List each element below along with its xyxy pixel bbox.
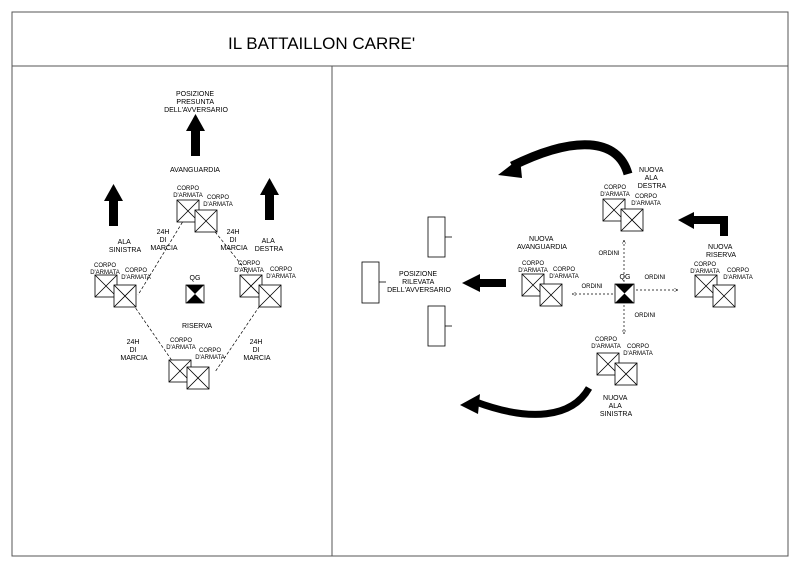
curved-arrow-top: [498, 140, 633, 178]
march-label-upper-right: 24H DI MARCIA: [220, 229, 248, 252]
march-label-lower-left: 24H DI MARCIA: [120, 339, 148, 362]
orders-label-down: ORDINI: [635, 313, 656, 319]
diagram-title: IL BATTAILLON CARRE': [228, 34, 415, 53]
new-vanguard-label: NUOVA AVANGUARDIA: [517, 236, 567, 251]
curved-arrow-bottom: [460, 386, 593, 418]
left-panel: POSIZIONE PRESUNTA DELL'AVVERSARIO AVANG…: [90, 91, 296, 390]
left-wing-arrow: [104, 184, 123, 226]
hq-label-right: QG: [620, 274, 631, 281]
hq-symbol: [185, 284, 205, 304]
enemy-detected-label: POSIZIONE RILEVATA DELL'AVVERSARIO: [387, 271, 451, 294]
hq-symbol-right: [614, 283, 635, 304]
new-left-wing-label: NUOVA ALA SINISTRA: [600, 395, 633, 418]
outer-frame: [11, 11, 789, 557]
orders-label-left: ORDINI: [582, 284, 603, 290]
left-wing-label: ALA SINISTRA: [109, 239, 142, 254]
orders-label-right: ORDINI: [645, 275, 666, 281]
new-right-wing-label: NUOVA ALA DESTRA: [638, 167, 667, 190]
march-label-lower-right: 24H DI MARCIA: [243, 339, 271, 362]
reserve-arrow: [678, 212, 728, 236]
right-wing-arrow: [260, 178, 279, 220]
enemy-position-label: POSIZIONE PRESUNTA DELL'AVVERSARIO: [164, 91, 228, 114]
hq-label: QG: [190, 275, 201, 282]
orders-arrows: [572, 240, 678, 334]
march-label-upper-left: 24H DI MARCIA: [150, 229, 178, 252]
enemy-arrow: [186, 114, 205, 156]
march-lines: [129, 217, 266, 373]
advance-arrow: [462, 274, 506, 292]
right-wing-label: ALA DESTRA: [255, 238, 284, 253]
orders-label-up: ORDINI: [599, 251, 620, 257]
right-panel: POSIZIONE RILEVATA DELL'AVVERSARIO NUOVA: [361, 140, 753, 418]
new-reserve-label: NUOVA RISERVA: [706, 244, 736, 259]
reserve-label: RISERVA: [182, 323, 212, 330]
enemy-blocks: [361, 216, 452, 347]
vanguard-label: AVANGUARDIA: [170, 167, 220, 174]
